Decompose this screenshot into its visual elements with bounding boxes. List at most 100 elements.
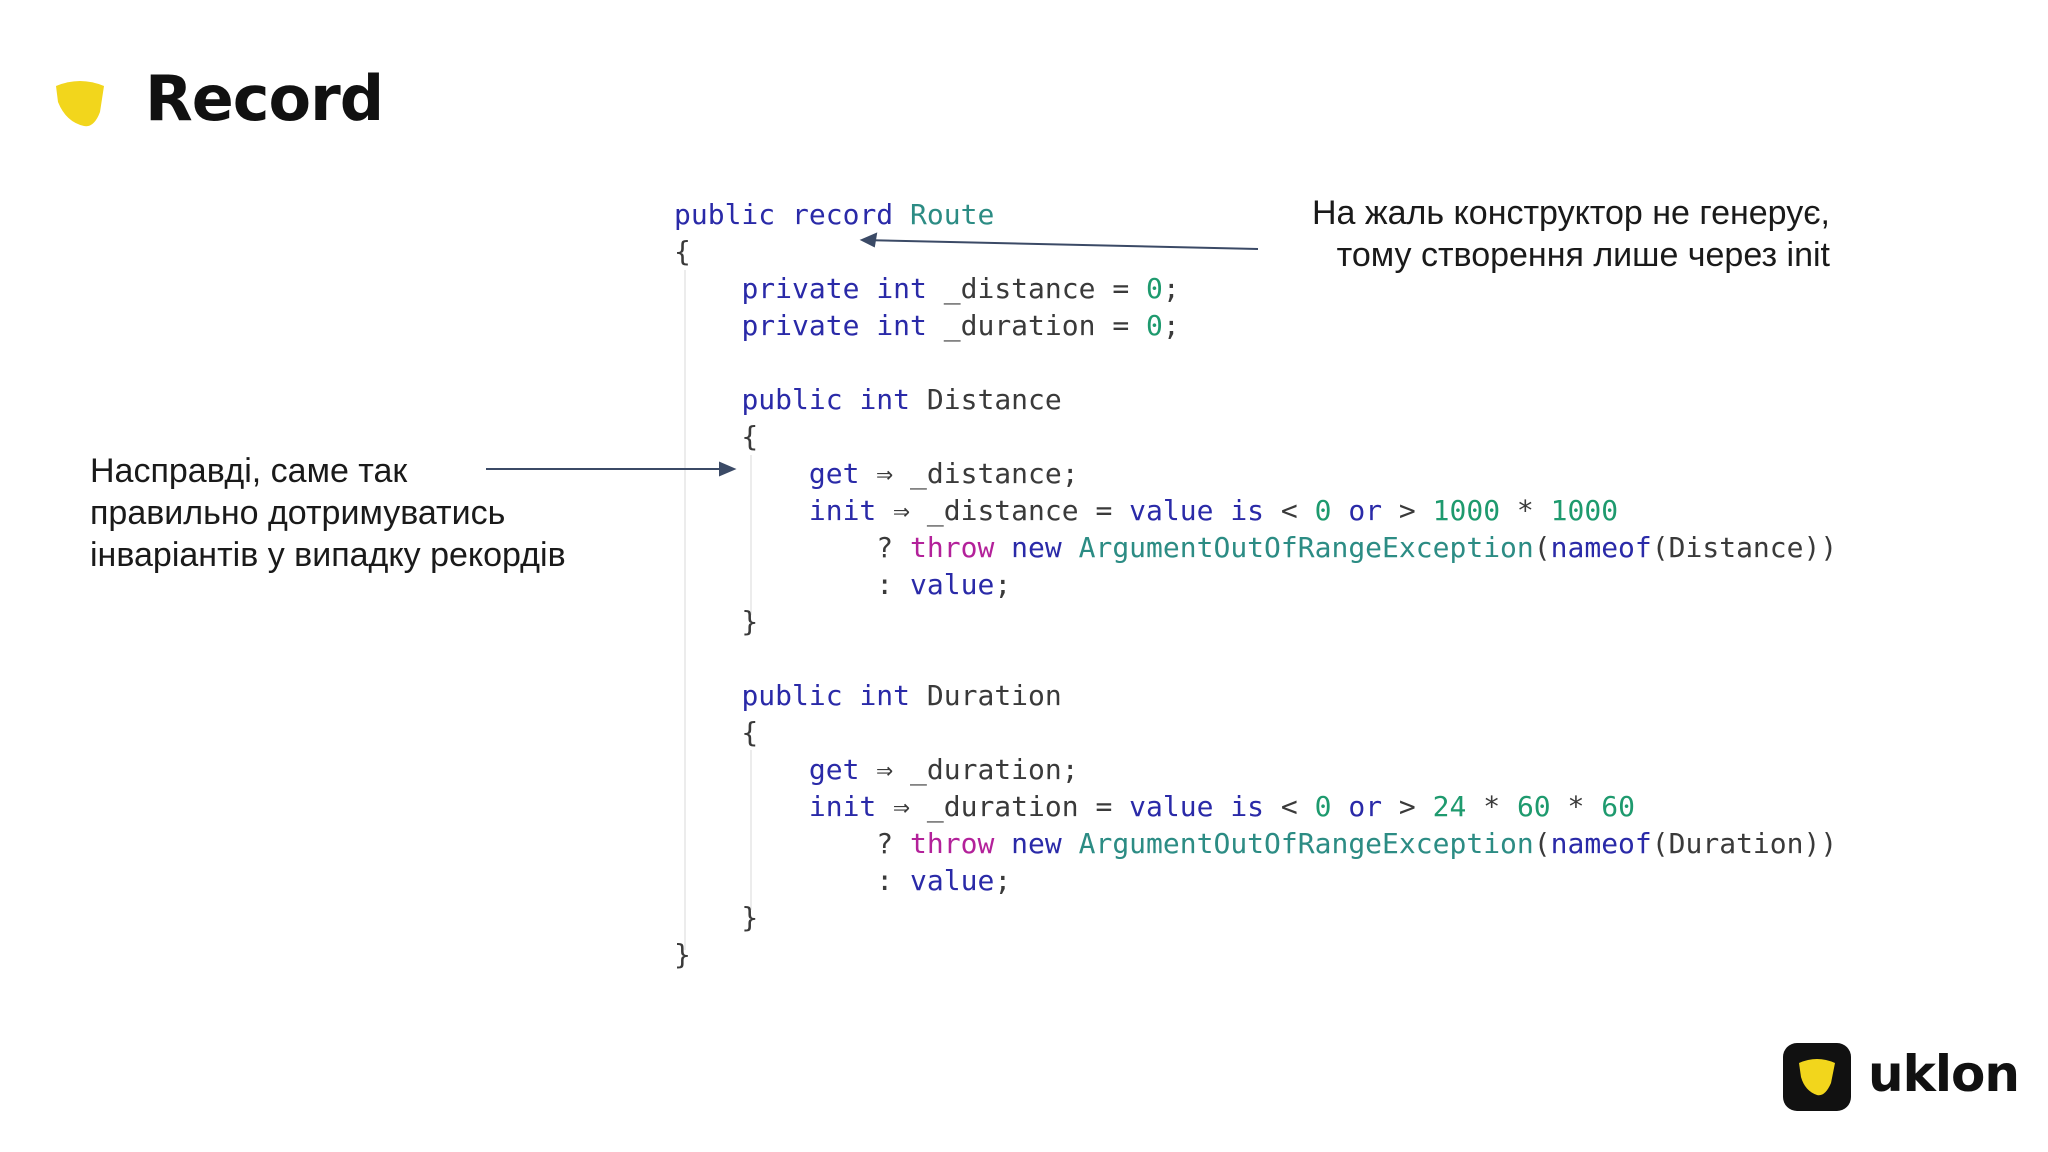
- code-token: (Distance)): [1651, 531, 1838, 564]
- code-token: 1000: [1550, 494, 1619, 527]
- annotation-constructor-note: На жаль конструктор не генерує, тому ств…: [1250, 192, 1830, 276]
- code-token: <: [1264, 790, 1315, 823]
- code-token: ;: [1162, 272, 1180, 305]
- code-token: }: [674, 901, 759, 934]
- uklon-shield-icon: [1783, 1043, 1851, 1111]
- code-token: get: [808, 753, 860, 786]
- code-token: new: [1011, 531, 1062, 564]
- code-token: *: [1550, 790, 1602, 823]
- code-token: public: [741, 383, 843, 416]
- code-token: ;: [994, 568, 1012, 601]
- code-token: 60: [1601, 790, 1635, 823]
- code-token: 1000: [1432, 494, 1501, 527]
- code-token: is: [1230, 790, 1265, 823]
- code-token: record: [792, 198, 894, 231]
- code-token: ArgumentOutOfRangeException: [1078, 531, 1534, 564]
- title-shield-icon: [56, 81, 104, 127]
- code-token: int: [859, 383, 911, 416]
- code-token: value: [1129, 790, 1214, 823]
- code-token: nameof: [1550, 531, 1652, 564]
- code-panel: [640, 164, 1880, 1008]
- code-token: init: [808, 790, 877, 823]
- code-token: int: [876, 272, 927, 305]
- code-line: private int _distance = 0;: [674, 270, 1837, 307]
- code-token: [674, 383, 741, 416]
- code-token: [674, 309, 741, 342]
- code-token: ⇒ _distance =: [876, 494, 1130, 527]
- code-line: }: [674, 603, 1837, 640]
- code-token: 60: [1516, 790, 1551, 823]
- annotation-line: тому створення лише через init: [1336, 236, 1830, 274]
- code-line: get ⇒ _distance;: [674, 455, 1837, 492]
- code-token: ⇒ _duration =: [876, 790, 1130, 823]
- code-token: int: [859, 679, 911, 712]
- code-token: }: [674, 938, 691, 971]
- brand-logo: uklon: [1783, 1043, 2023, 1113]
- code-token: *: [1500, 494, 1551, 527]
- code-token: :: [674, 864, 911, 897]
- code-token: >: [1382, 790, 1433, 823]
- slide-title: Record: [145, 62, 384, 135]
- code-token: {: [674, 420, 759, 453]
- code-token: ⇒ _duration;: [859, 753, 1079, 786]
- code-token: [674, 753, 809, 786]
- code-token: 0: [1314, 494, 1332, 527]
- annotation-line: На жаль конструктор не генерує,: [1311, 194, 1830, 232]
- code-token: [843, 383, 860, 416]
- code-token: (: [1533, 531, 1551, 564]
- code-token: get: [808, 457, 860, 490]
- code-token: public: [741, 679, 843, 712]
- code-token: 0: [1146, 272, 1163, 305]
- code-line: ? throw new ArgumentOutOfRangeException(…: [674, 825, 1837, 862]
- code-token: <: [1264, 494, 1315, 527]
- code-token: Route: [910, 198, 995, 231]
- code-token: [1331, 494, 1348, 527]
- code-token: _distance =: [926, 272, 1147, 305]
- code-token: ;: [994, 864, 1012, 897]
- annotation-invariants-note: Насправді, саме так правильно дотримуват…: [90, 450, 650, 576]
- code-token: int: [876, 309, 927, 342]
- code-line: {: [674, 233, 1837, 270]
- code-token: [859, 272, 876, 305]
- code-line: }: [674, 899, 1837, 936]
- code-line: get ⇒ _duration;: [674, 751, 1837, 788]
- code-token: [1213, 790, 1230, 823]
- code-line: }: [674, 936, 1837, 973]
- code-token: 0: [1146, 309, 1163, 342]
- code-token: [893, 198, 910, 231]
- code-token: {: [674, 716, 759, 749]
- code-token: ?: [674, 827, 911, 860]
- code-token: :: [674, 568, 911, 601]
- annotation-line: Насправді, саме так: [90, 452, 408, 490]
- brand-name: uklon: [1868, 1045, 2020, 1103]
- code-token: nameof: [1550, 827, 1652, 860]
- indent-guide: [684, 270, 686, 950]
- code-token: (Duration)): [1651, 827, 1838, 860]
- indent-guide: [750, 750, 752, 910]
- code-line: init ⇒ _distance = value is < 0 or > 100…: [674, 492, 1837, 529]
- code-line: : value;: [674, 566, 1837, 603]
- code-block: public record Route { private int _distan…: [674, 196, 1837, 973]
- code-token: or: [1348, 494, 1383, 527]
- code-token: private: [741, 309, 860, 342]
- code-token: init: [808, 494, 877, 527]
- code-token: [674, 272, 741, 305]
- code-line: : value;: [674, 862, 1837, 899]
- code-token: *: [1466, 790, 1517, 823]
- code-token: Duration: [910, 679, 1062, 712]
- code-token: ⇒ _distance;: [859, 457, 1079, 490]
- code-token: [994, 531, 1011, 564]
- code-token: [1062, 531, 1079, 564]
- indent-guide: [750, 455, 752, 615]
- annotation-line: правильно дотримуватись: [90, 494, 506, 532]
- code-token: [1331, 790, 1348, 823]
- code-line: {: [674, 418, 1837, 455]
- code-token: Distance: [910, 383, 1062, 416]
- code-token: {: [674, 235, 691, 268]
- code-token: [674, 457, 809, 490]
- code-token: value: [1129, 494, 1214, 527]
- code-token: 0: [1314, 790, 1332, 823]
- code-token: or: [1348, 790, 1383, 823]
- code-token: public: [674, 198, 776, 231]
- code-token: [859, 309, 876, 342]
